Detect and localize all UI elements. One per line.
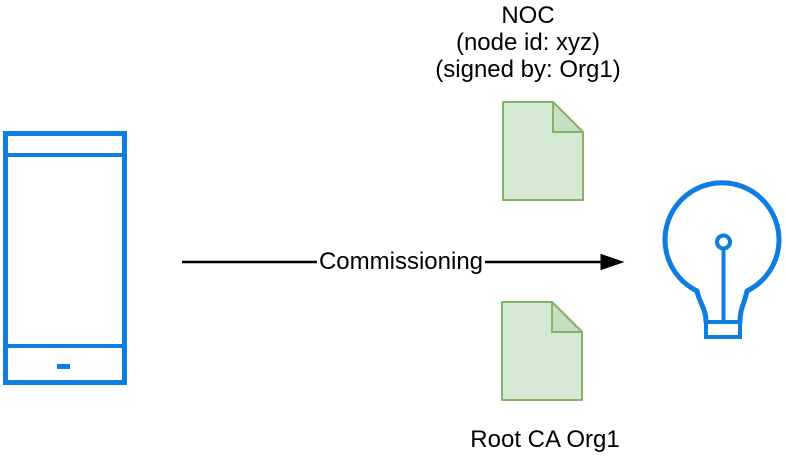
noc-certificate-fold (552, 101, 584, 133)
root-ca-label: Root CA Org1 (470, 426, 620, 453)
root-ca-certificate-fold (551, 301, 583, 333)
noc-label-line1: NOC (501, 2, 555, 29)
phone-home-button (57, 364, 70, 369)
root-ca-certificate-icon (501, 301, 583, 401)
commissioning-arrowhead (600, 253, 625, 271)
root-ca-certificate-body (501, 301, 583, 401)
noc-label-line2: (node id: xyz) (455, 29, 601, 56)
mobile-phone-icon (3, 131, 127, 385)
noc-label-line3: (signed by: Org1) (435, 56, 621, 83)
bulb-base (704, 320, 742, 339)
bulb-filament-anchor (715, 233, 732, 251)
bulb-globe (662, 180, 782, 325)
noc-certificate-body (502, 101, 584, 201)
light-bulb-icon (662, 180, 782, 339)
noc-certificate-icon (502, 101, 584, 201)
noc-label: NOC (node id: xyz) (signed by: Org1) (398, 2, 658, 83)
commissioning-arrow-label: Commissioning (316, 248, 486, 275)
phone-body (3, 131, 127, 385)
